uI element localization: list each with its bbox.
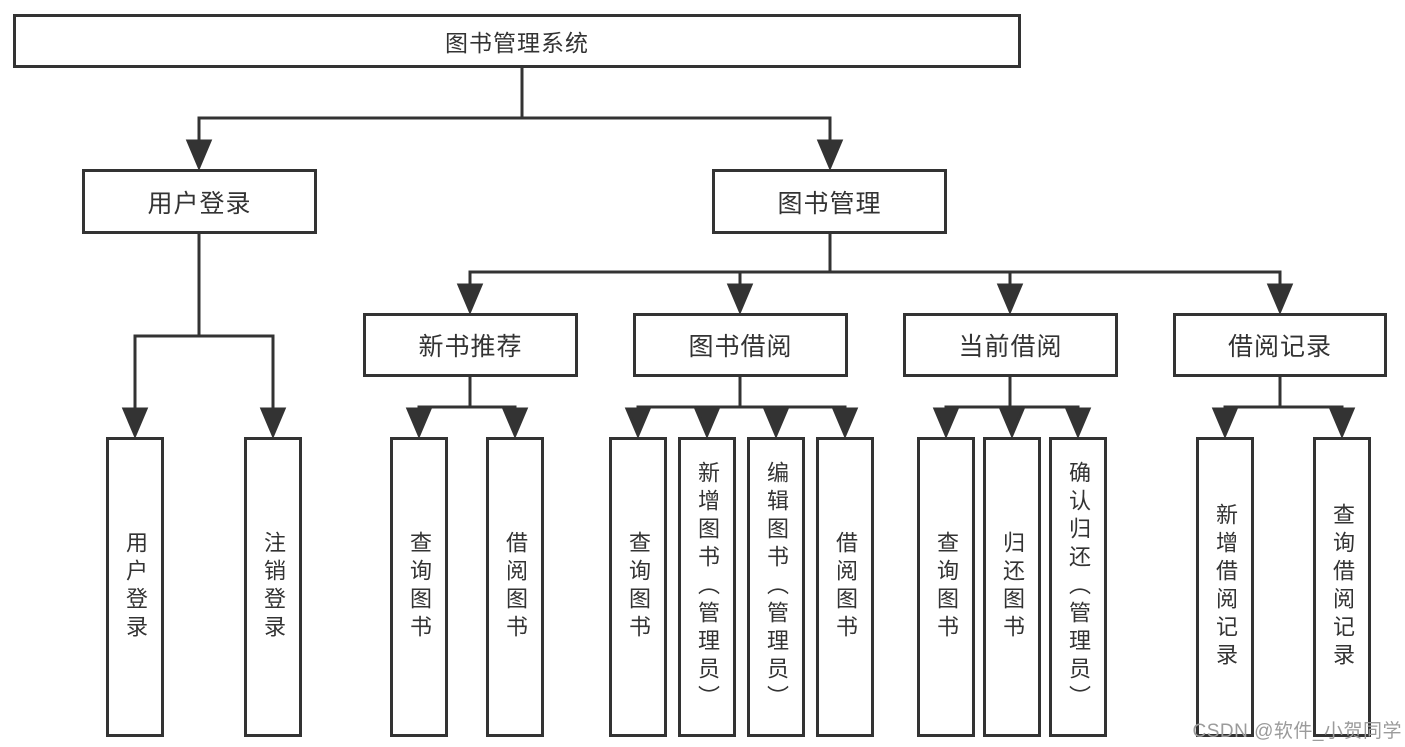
node-label: 新书推荐 — [418, 333, 523, 361]
node-book-management: 图书管理 — [712, 169, 947, 234]
leaf-borrow-edit-book-admin: 编辑图书（管理员） — [747, 437, 805, 737]
leaf-recommend-query-book: 查询图书 — [390, 437, 448, 737]
node-label: 查询图书 — [934, 531, 959, 643]
node-label: 图书管理 — [777, 189, 882, 218]
node-label: 查询图书 — [407, 531, 432, 643]
node-label: 借阅图书 — [503, 531, 528, 643]
node-label: 新增图书（管理员） — [695, 461, 720, 713]
leaf-current-return-book: 归还图书 — [983, 437, 1041, 737]
node-borrow-record: 借阅记录 — [1173, 313, 1387, 377]
node-label: 图书借阅 — [688, 333, 793, 361]
leaf-current-query-book: 查询图书 — [917, 437, 975, 737]
node-user-login: 用户登录 — [82, 169, 317, 234]
node-label: 借阅记录 — [1227, 333, 1332, 361]
node-label: 编辑图书（管理员） — [764, 461, 789, 713]
node-library-system: 图书管理系统 — [13, 14, 1021, 68]
node-book-borrow: 图书借阅 — [633, 313, 848, 377]
node-current-borrow: 当前借阅 — [903, 313, 1118, 377]
leaf-record-add-borrow-record: 新增借阅记录 — [1196, 437, 1254, 737]
node-label: 用户登录 — [147, 189, 252, 218]
leaf-borrow-query-book: 查询图书 — [609, 437, 667, 737]
node-label: 查询借阅记录 — [1330, 503, 1355, 671]
node-new-book-recommend: 新书推荐 — [363, 313, 578, 377]
node-label: 新增借阅记录 — [1213, 503, 1238, 671]
node-label: 图书管理系统 — [445, 30, 589, 56]
leaf-record-query-borrow-record: 查询借阅记录 — [1313, 437, 1371, 737]
node-label: 用户登录 — [123, 531, 148, 643]
leaf-logout-login: 注销登录 — [244, 437, 302, 737]
node-label: 确认归还（管理员） — [1066, 461, 1091, 713]
node-label: 当前借阅 — [958, 333, 1063, 361]
node-label: 查询图书 — [626, 531, 651, 643]
node-label: 归还图书 — [1000, 531, 1025, 643]
leaf-borrow-borrow-book: 借阅图书 — [816, 437, 874, 737]
leaf-current-confirm-return-admin: 确认归还（管理员） — [1049, 437, 1107, 737]
leaf-user-login: 用户登录 — [106, 437, 164, 737]
leaf-recommend-borrow-book: 借阅图书 — [486, 437, 544, 737]
node-label: 借阅图书 — [833, 531, 858, 643]
node-label: 注销登录 — [261, 531, 286, 643]
leaf-borrow-add-book-admin: 新增图书（管理员） — [678, 437, 736, 737]
csdn-watermark: CSDN @软件_小贺同学 — [1192, 721, 1402, 742]
